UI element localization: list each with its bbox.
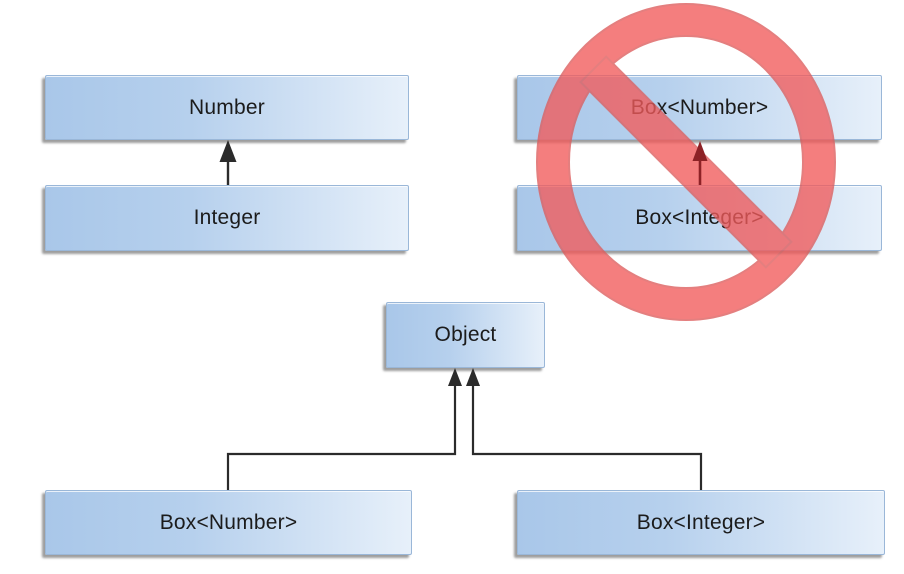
class-box-object: Object <box>386 302 545 368</box>
class-box-box-number-top-label: Box<Number> <box>630 95 769 119</box>
class-box-box-integer-top: Box<Integer> <box>517 185 882 251</box>
class-box-box-number-bottom: Box<Number> <box>45 490 412 555</box>
class-box-integer-label: Integer <box>193 206 261 229</box>
class-box-number-label: Number <box>189 95 265 119</box>
class-box-object-label: Object <box>434 323 497 346</box>
class-box-box-integer-bottom-label: Box<Integer> <box>636 510 766 534</box>
class-box-box-number-top: Box<Number> <box>517 75 882 140</box>
inheritance-arrow-boxnumber-object-icon <box>226 368 462 490</box>
class-box-box-integer-bottom: Box<Integer> <box>517 490 885 555</box>
inheritance-arrow-boxinteger-object-icon <box>466 368 703 490</box>
class-box-integer: Integer <box>45 185 409 251</box>
class-box-box-number-bottom-label: Box<Number> <box>159 510 298 534</box>
inheritance-arrow-integer-number-icon <box>219 140 237 185</box>
blocked-inheritance-arrow-icon <box>692 141 708 185</box>
prohibition-icon <box>535 3 837 321</box>
class-box-box-integer-top-label: Box<Integer> <box>635 206 764 229</box>
class-box-number: Number <box>45 75 409 140</box>
